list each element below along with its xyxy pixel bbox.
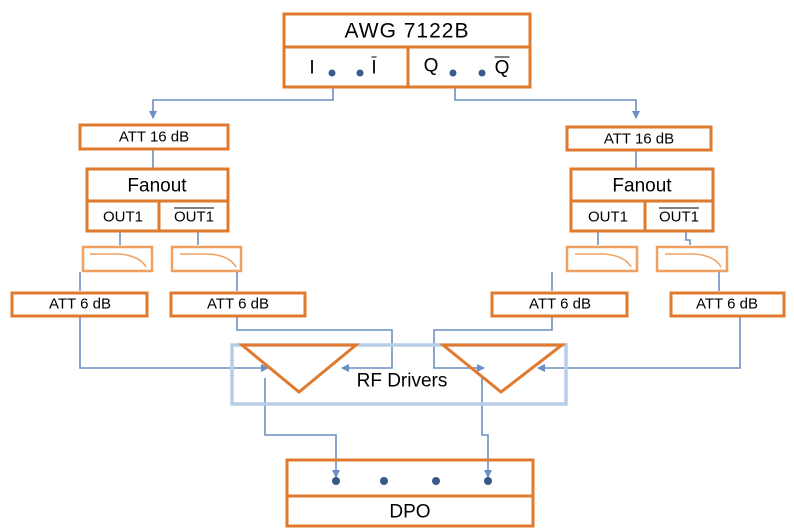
wire-left-att6-a-to-driver (79, 316, 269, 372)
right-att6-b-box (669, 291, 786, 318)
right-fanout-out1-bar: OUT1 (658, 208, 700, 226)
right-fanout-box (569, 167, 715, 233)
dpo-channel-3-connector[interactable] (432, 477, 440, 485)
dpo-channel-1-connector[interactable] (332, 477, 340, 485)
left-att6-a-label: ATT 6 dB (49, 295, 111, 313)
port-q-connector[interactable] (449, 69, 457, 77)
dpo-channel-4-connector[interactable] (484, 477, 492, 485)
left-att6-b-label: ATT 6 dB (207, 295, 269, 313)
awg-port-q-bar-label: Q (494, 57, 510, 79)
left-filter-a (81, 245, 154, 273)
right-filter-b (655, 245, 729, 273)
rf-driver-right-amplifier (438, 343, 567, 394)
rf-driver-left-amplifier (237, 343, 361, 394)
rf-drivers-label: RF Drivers (356, 370, 448, 392)
right-att6-a-box (490, 291, 629, 318)
right-att16-box (565, 125, 713, 152)
dpo-box (285, 458, 535, 528)
wire-left-att6-b-to-driver (236, 316, 393, 372)
right-fanout-title: Fanout (612, 175, 672, 197)
awg-7122b (282, 12, 532, 89)
left-att16-box (78, 123, 230, 151)
wire-right-out1bar-to-filter (685, 232, 691, 245)
wire-i-to-left-att16 (149, 88, 334, 119)
awg-port-q-label: Q (423, 55, 439, 77)
left-fanout-title: Fanout (127, 175, 187, 197)
left-att6-a-box (10, 291, 149, 318)
left-fanout-out1: OUT1 (102, 208, 144, 226)
left-att16-label: ATT 16 dB (118, 128, 190, 146)
awg-port-i-label: I (309, 57, 315, 79)
port-i-connector[interactable] (328, 69, 336, 77)
right-att6-a-label: ATT 6 dB (529, 295, 591, 313)
wire-right-att6-a-to-driver (433, 316, 553, 372)
left-fanout-box (85, 167, 230, 233)
dpo-channel-2-connector[interactable] (380, 477, 388, 485)
port-q-bar-connector[interactable] (478, 69, 486, 77)
awg-title: AWG 7122B (344, 19, 470, 43)
dpo-title: DPO (389, 501, 431, 523)
right-fanout-out1: OUT1 (587, 208, 629, 226)
rf-drivers-frame (230, 343, 568, 406)
left-filter-b (170, 245, 243, 273)
right-filter-a (565, 245, 639, 273)
right-att16-label: ATT 16 dB (603, 130, 675, 148)
wire-right-driver-to-dpo (481, 378, 492, 478)
wire-right-att6-b-to-driver (537, 316, 741, 372)
left-fanout-out1-bar: OUT1 (173, 208, 215, 226)
port-i-bar-connector[interactable] (356, 69, 364, 77)
wire-left-driver-to-dpo (264, 378, 340, 478)
awg-port-i-bar-label: I (371, 57, 377, 79)
wire-qbar-to-right-att16 (454, 88, 640, 119)
left-att6-b-box (169, 291, 307, 318)
right-att6-b-label: ATT 6 dB (696, 295, 758, 313)
